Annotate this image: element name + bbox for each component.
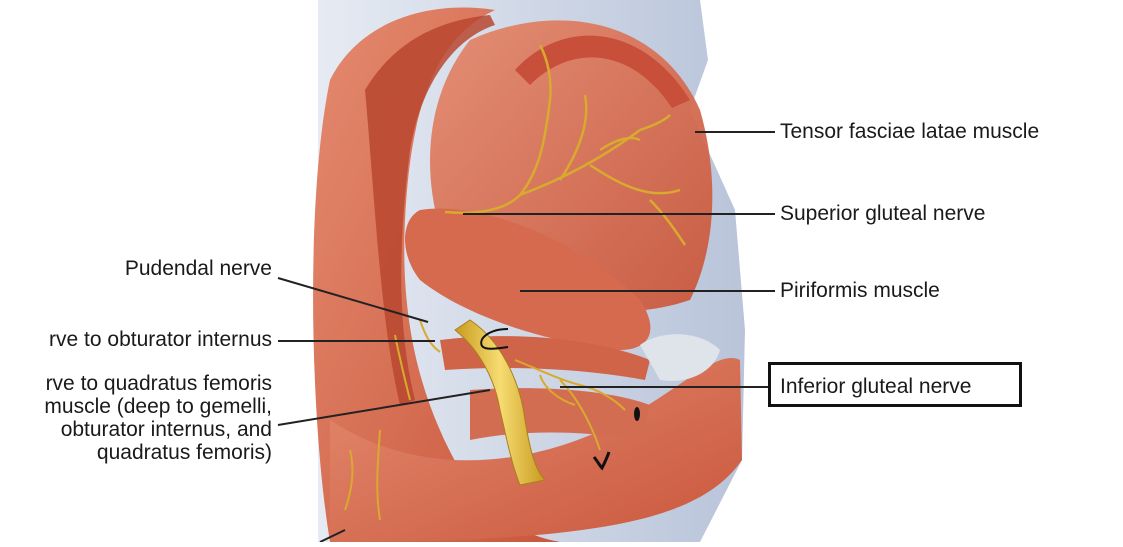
label-line: quadratus femoris) <box>96 441 272 464</box>
label-line: muscle (deep to gemelli, <box>44 395 272 418</box>
label-inferior-gluteal-nerve: Inferior gluteal nerve <box>780 375 972 398</box>
inferior-gluteal-label-box <box>768 362 1022 407</box>
handwritten-curve-mark <box>480 328 509 350</box>
piriformis <box>405 208 651 350</box>
gluteus-maximus-lower-flap <box>330 358 742 542</box>
superior-gluteal-nerve-branches <box>444 44 687 246</box>
label-tensor-fasciae-latae: Tensor fasciae latae muscle <box>780 120 1040 143</box>
label-nerve-to-obturator-internus: rve to obturator internus <box>49 328 272 351</box>
handwritten-dot-mark <box>634 407 640 421</box>
label-superior-gluteal-nerve: Superior gluteal nerve <box>780 202 986 225</box>
label-nerve-to-quadratus-femoris: rve to quadratus femoris muscle (deep to… <box>44 372 272 464</box>
sciatic-nerve <box>454 319 547 486</box>
inferior-gluteal-nerve-branches <box>514 359 626 451</box>
greater-trochanter <box>640 334 720 381</box>
handwritten-tick-mark <box>592 451 611 471</box>
label-line: rve to quadratus femoris <box>45 372 272 395</box>
gluteus-maximus-cut-edge <box>515 35 690 108</box>
leader-lines <box>277 131 775 543</box>
label-piriformis: Piriformis muscle <box>780 279 940 302</box>
label-line: obturator internus, and <box>60 418 272 441</box>
gluteus-maximus-edge <box>365 15 495 405</box>
label-pudendal-nerve: Pudendal nerve <box>124 257 272 280</box>
